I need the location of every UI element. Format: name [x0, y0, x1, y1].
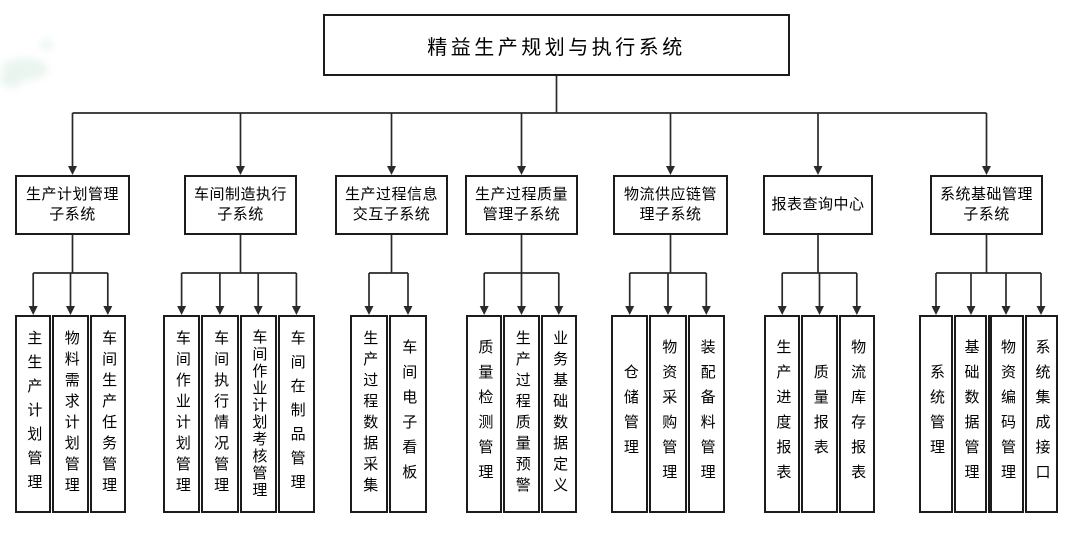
leaf-label: 系统管理	[928, 364, 944, 464]
subsystem-node-shopfloor-execution: 车间制造执行 子系统	[184, 175, 297, 235]
leaf-group-report-query-center: 生产进度报表 质量报表 物流库存报表	[764, 315, 875, 513]
watermark-smudge	[40, 40, 53, 50]
subsystem-label: 系统基础管理 子系统	[939, 187, 1033, 223]
leaf-label: 装配备料管理	[698, 339, 715, 489]
leaf-label: 系统集成接口	[1033, 339, 1050, 489]
leaf-node: 仓储管理	[611, 315, 649, 513]
leaf-node: 物料需求计划管理	[52, 315, 89, 513]
leaf-group-logistics-supply-chain: 仓储管理 物资采购管理 装配备料管理	[611, 315, 725, 513]
leaf-label: 质量检测管理	[476, 339, 493, 489]
subsystem-node-system-foundation: 系统基础管理 子系统	[930, 175, 1043, 235]
leaf-node: 质量报表	[801, 315, 838, 513]
leaf-node: 物流库存报表	[838, 315, 875, 513]
subsystem-node-report-query-center: 报表查询中心	[763, 175, 873, 235]
leaf-node: 车间作业计划考核管理	[239, 315, 277, 513]
leaf-label: 基础数据管理	[962, 339, 979, 489]
leaf-label: 物资采购管理	[660, 339, 677, 489]
leaf-node: 车间执行情况管理	[201, 315, 239, 513]
leaf-node: 基础数据管理	[953, 315, 987, 513]
watermark-smudge	[0, 72, 22, 88]
subsystem-node-process-info-interaction: 生产过程信息 交互子系统	[335, 175, 448, 235]
leaf-label: 物资编码管理	[999, 339, 1015, 489]
leaf-node: 物资编码管理	[988, 315, 1024, 513]
leaf-node: 系统集成接口	[1024, 315, 1058, 513]
root-node-label: 精益生产规划与执行系统	[427, 36, 686, 59]
leaf-node: 生产进度报表	[764, 315, 801, 513]
leaf-node: 业务基础数据定义	[540, 315, 577, 513]
leaf-label: 车间执行情况管理	[212, 330, 229, 498]
leaf-node: 生产过程数据采集	[350, 315, 388, 513]
leaf-label: 业务基础数据定义	[551, 330, 568, 498]
subsystem-node-logistics-supply-chain: 物流供应链管 理子系统	[613, 175, 728, 235]
subsystem-label: 报表查询中心	[771, 197, 865, 213]
leaf-group-shopfloor-execution: 车间作业计划管理 车间执行情况管理 车间作业计划考核管理 车间在制品管理	[163, 315, 315, 513]
subsystem-node-process-quality: 生产过程质量 管理子系统	[465, 175, 578, 235]
leaf-label: 车间电子看板	[400, 339, 417, 489]
leaf-group-process-info-interaction: 生产过程数据采集 车间电子看板	[350, 315, 427, 513]
subsystem-label: 生产过程信息 交互子系统	[344, 187, 438, 223]
leaf-node: 生产过程质量预警	[503, 315, 540, 513]
leaf-group-process-quality: 质量检测管理 生产过程质量预警 业务基础数据定义	[466, 315, 577, 513]
leaf-label: 物料需求计划管理	[62, 330, 79, 498]
leaf-label: 仓储管理	[621, 364, 638, 464]
leaf-node: 质量检测管理	[466, 315, 503, 513]
leaf-label: 车间作业计划管理	[173, 330, 190, 498]
root-node-lean-production-system: 精益生产规划与执行系统	[323, 14, 790, 76]
leaf-group-system-foundation: 系统管理 基础数据管理 物资编码管理 系统集成接口	[919, 315, 1058, 513]
subsystem-node-production-planning: 生产计划管理 子系统	[15, 175, 130, 235]
leaf-label: 生产过程数据采集	[361, 330, 378, 498]
subsystem-label: 车间制造执行 子系统	[193, 187, 287, 223]
leaf-node: 车间生产任务管理	[89, 315, 126, 513]
leaf-label: 生产过程质量预警	[513, 330, 530, 498]
leaf-node: 车间电子看板	[389, 315, 427, 513]
leaf-label: 车间生产任务管理	[100, 330, 117, 498]
leaf-node: 车间作业计划管理	[163, 315, 201, 513]
leaf-group-production-planning: 主生产计划管理 物料需求计划管理 车间生产任务管理	[15, 315, 126, 513]
leaf-label: 车间作业计划考核管理	[250, 329, 267, 499]
subsystem-label: 生产计划管理 子系统	[25, 187, 119, 223]
leaf-label: 生产进度报表	[774, 339, 791, 489]
leaf-node: 主生产计划管理	[15, 315, 52, 513]
leaf-node: 物资采购管理	[649, 315, 687, 513]
leaf-label: 车间在制品管理	[288, 330, 305, 498]
leaf-label: 质量报表	[811, 364, 828, 464]
leaf-label: 物流库存报表	[849, 339, 866, 489]
leaf-node: 装配备料管理	[687, 315, 725, 513]
leaf-label: 主生产计划管理	[25, 330, 42, 498]
subsystem-label: 物流供应链管 理子系统	[623, 187, 717, 223]
subsystem-label: 生产过程质量 管理子系统	[474, 187, 568, 223]
leaf-node: 车间在制品管理	[277, 315, 315, 513]
leaf-node: 系统管理	[919, 315, 953, 513]
